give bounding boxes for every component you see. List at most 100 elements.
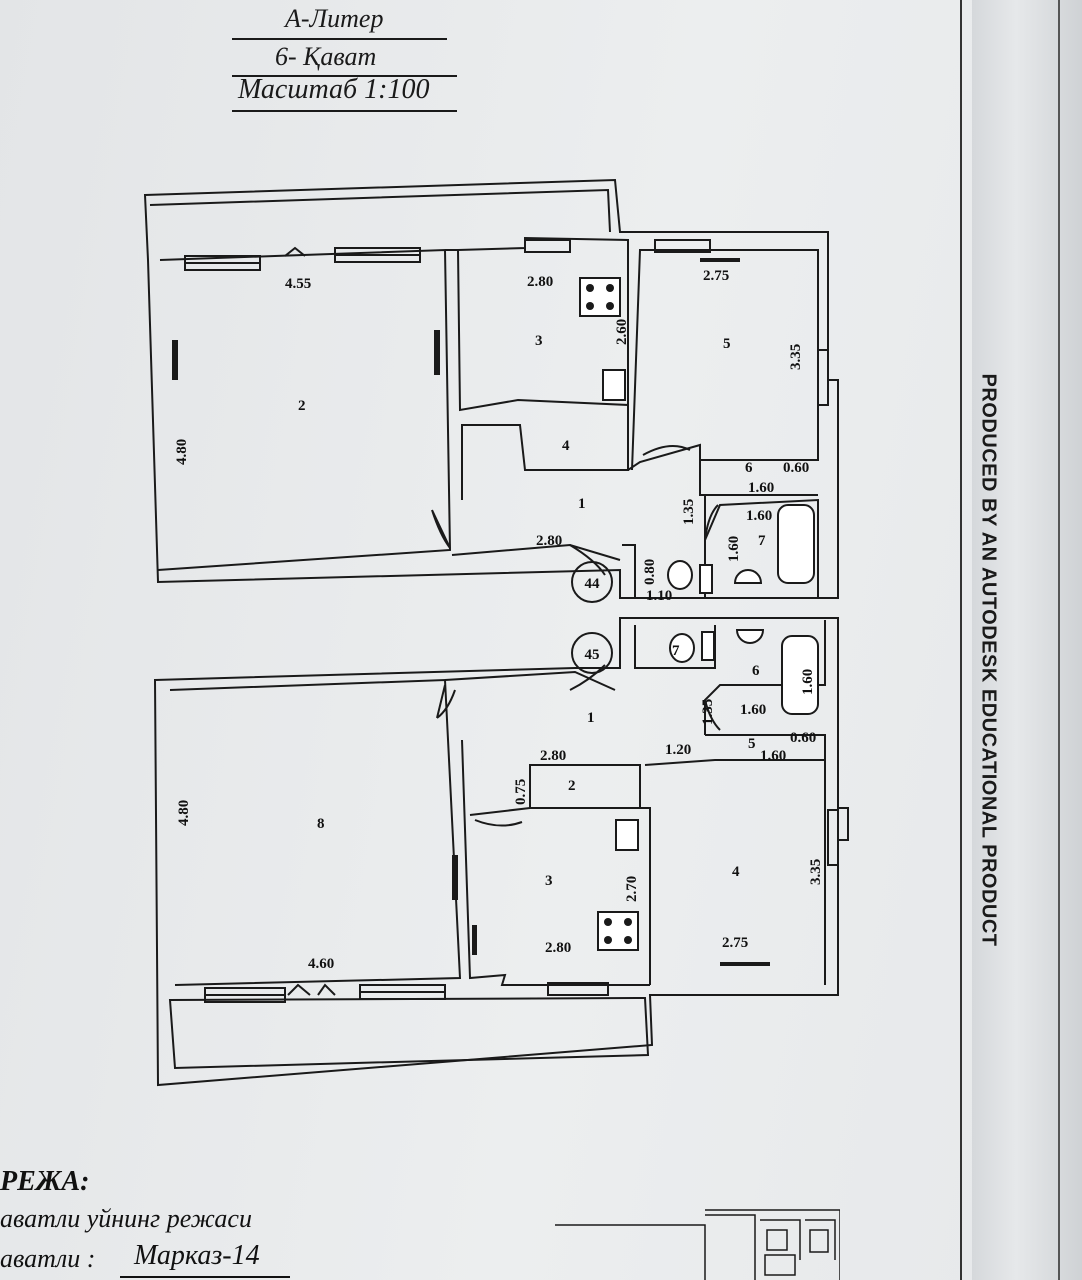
door-apt45-room3 <box>474 819 523 827</box>
header-rule-2 <box>232 75 457 77</box>
kitchen-sink-apt44 <box>602 369 626 401</box>
apt44-room3-top <box>457 236 629 470</box>
apt45-room-1: 1 <box>587 710 595 726</box>
apt45-room3-wall <box>461 739 650 986</box>
door-apt45-room6 <box>704 699 721 731</box>
apt44-room-7: 7 <box>758 533 766 549</box>
apt44-room-2: 2 <box>298 398 306 414</box>
apt44-room5-wall <box>627 249 819 471</box>
toilet-apt45 <box>669 633 695 663</box>
window-4 <box>654 239 711 253</box>
apt45-balcony <box>168 996 650 1070</box>
liter-title: А-Литер <box>285 4 384 33</box>
radiator-4 <box>472 925 477 955</box>
apt45-number-circle <box>571 632 613 674</box>
apt45-dim-3.35: 3.35 <box>808 859 824 885</box>
apt44-room6-wall <box>699 460 818 496</box>
page-edge-background <box>972 0 1082 1280</box>
apt44-number: 44 <box>585 576 601 592</box>
apt45-dim-4.60: 4.60 <box>308 956 334 972</box>
washbasin-apt44 <box>733 569 763 584</box>
radiator-5 <box>700 258 740 262</box>
washbasin-apt45 <box>735 629 765 644</box>
apt44-room-1: 1 <box>578 496 586 512</box>
apt44-dim-1.60-b: 1.60 <box>746 508 772 524</box>
door-apt44-room2 <box>431 509 451 549</box>
apt45-dim-4.80: 4.80 <box>176 800 192 826</box>
apt45-dim-2.70: 2.70 <box>624 876 640 902</box>
footer-line-2: аватли уйнинг режаси <box>0 1204 252 1233</box>
apt45-room-3: 3 <box>545 873 553 889</box>
page-edge-line-2 <box>1058 0 1060 1280</box>
apt44-dim-4.80: 4.80 <box>174 439 190 465</box>
toilet-tank-apt44 <box>699 564 713 594</box>
apt45-dim-1.60-a: 1.60 <box>740 702 766 718</box>
apt44-dim-1.60-a: 1.60 <box>748 480 774 496</box>
window-8 <box>547 982 609 996</box>
autodesk-watermark: PRODUCED BY AN AUTODESK EDUCATIONAL PROD… <box>977 373 1000 947</box>
window-3 <box>524 239 571 253</box>
site-thumbnail <box>555 1209 840 1280</box>
apt44-room-4: 4 <box>562 438 570 454</box>
apt45-dim-1.20: 1.20 <box>665 742 691 758</box>
door-apt44-room5 <box>642 445 691 456</box>
door-entries <box>569 544 606 691</box>
apt45-number: 45 <box>585 647 600 663</box>
page-edge-line <box>960 0 962 1280</box>
header-rule-3 <box>232 110 457 112</box>
radiator-3 <box>452 855 458 900</box>
radiator-1 <box>172 340 178 380</box>
door-apt45-room8 <box>436 684 456 719</box>
apt45-room8-wall <box>169 678 462 986</box>
radiator-6 <box>720 962 770 966</box>
apt44-dim-0.80: 0.80 <box>642 559 658 585</box>
footer-line-3-value: Марказ-14 <box>134 1240 260 1271</box>
apt45-room6-wall <box>704 620 826 735</box>
apt45-room-8: 8 <box>317 816 325 832</box>
apt45-room-4: 4 <box>732 864 740 880</box>
apt44-room-6: 6 <box>745 460 753 476</box>
footer-line-3-prefix: аватли : <box>0 1244 96 1273</box>
apt44-dim-4.55: 4.55 <box>285 276 311 292</box>
apt44-balcony-inner <box>149 188 611 233</box>
apt45-dim-2.80-bottom: 2.80 <box>545 940 571 956</box>
balcony-door-marks <box>284 246 336 996</box>
toilet-tank-apt45 <box>701 631 715 661</box>
footer-title: РЕЖА: <box>0 1166 90 1197</box>
floor-title: 6- Қават <box>275 42 377 71</box>
radiator-2 <box>434 330 440 375</box>
stove-apt45 <box>597 911 639 951</box>
apt44-number-circle <box>571 561 613 603</box>
apt44-dim-1.35: 1.35 <box>681 499 697 525</box>
header-rule-1 <box>232 38 447 40</box>
apt44-dim-3.35: 3.35 <box>788 344 804 370</box>
door-apt44-room7 <box>704 504 719 541</box>
apt44-outer-wall <box>143 178 839 599</box>
apt44-room-5: 5 <box>723 336 731 352</box>
apt45-room5-wall <box>705 734 826 760</box>
kitchen-sink-apt45 <box>615 819 639 851</box>
apt44-dim-1.10: 1.10 <box>646 588 672 604</box>
apt44-dim-2.80-corridor: 2.80 <box>536 533 562 549</box>
apt45-outer-wall <box>153 617 849 1087</box>
window-5 <box>817 349 829 406</box>
stove-apt44 <box>579 277 621 317</box>
apt44-dim-2.80-top: 2.80 <box>527 274 553 290</box>
bathtub-apt44 <box>777 504 815 584</box>
apt45-room4-wall <box>644 759 826 985</box>
apt44-dim-2.75: 2.75 <box>703 268 729 284</box>
apt45-dim-2.80-top: 2.80 <box>540 748 566 764</box>
apt45-dim-1.60-bath: 1.60 <box>800 669 816 695</box>
apt45-corridor-wall <box>444 670 616 691</box>
scale-title: Масштаб 1:100 <box>238 74 430 105</box>
apt45-dim-1.60-b: 1.60 <box>760 748 786 764</box>
apt44-dim-0.60: 0.60 <box>783 460 809 476</box>
apt45-dim-2.75: 2.75 <box>722 935 748 951</box>
apt44-dim-2.60: 2.60 <box>614 319 630 345</box>
apt45-room3-top <box>469 807 651 985</box>
apt45-room-7: 7 <box>672 643 680 659</box>
apt44-dim-1.60-c: 1.60 <box>726 536 742 562</box>
apt45-dim-0.60: 0.60 <box>790 730 816 746</box>
